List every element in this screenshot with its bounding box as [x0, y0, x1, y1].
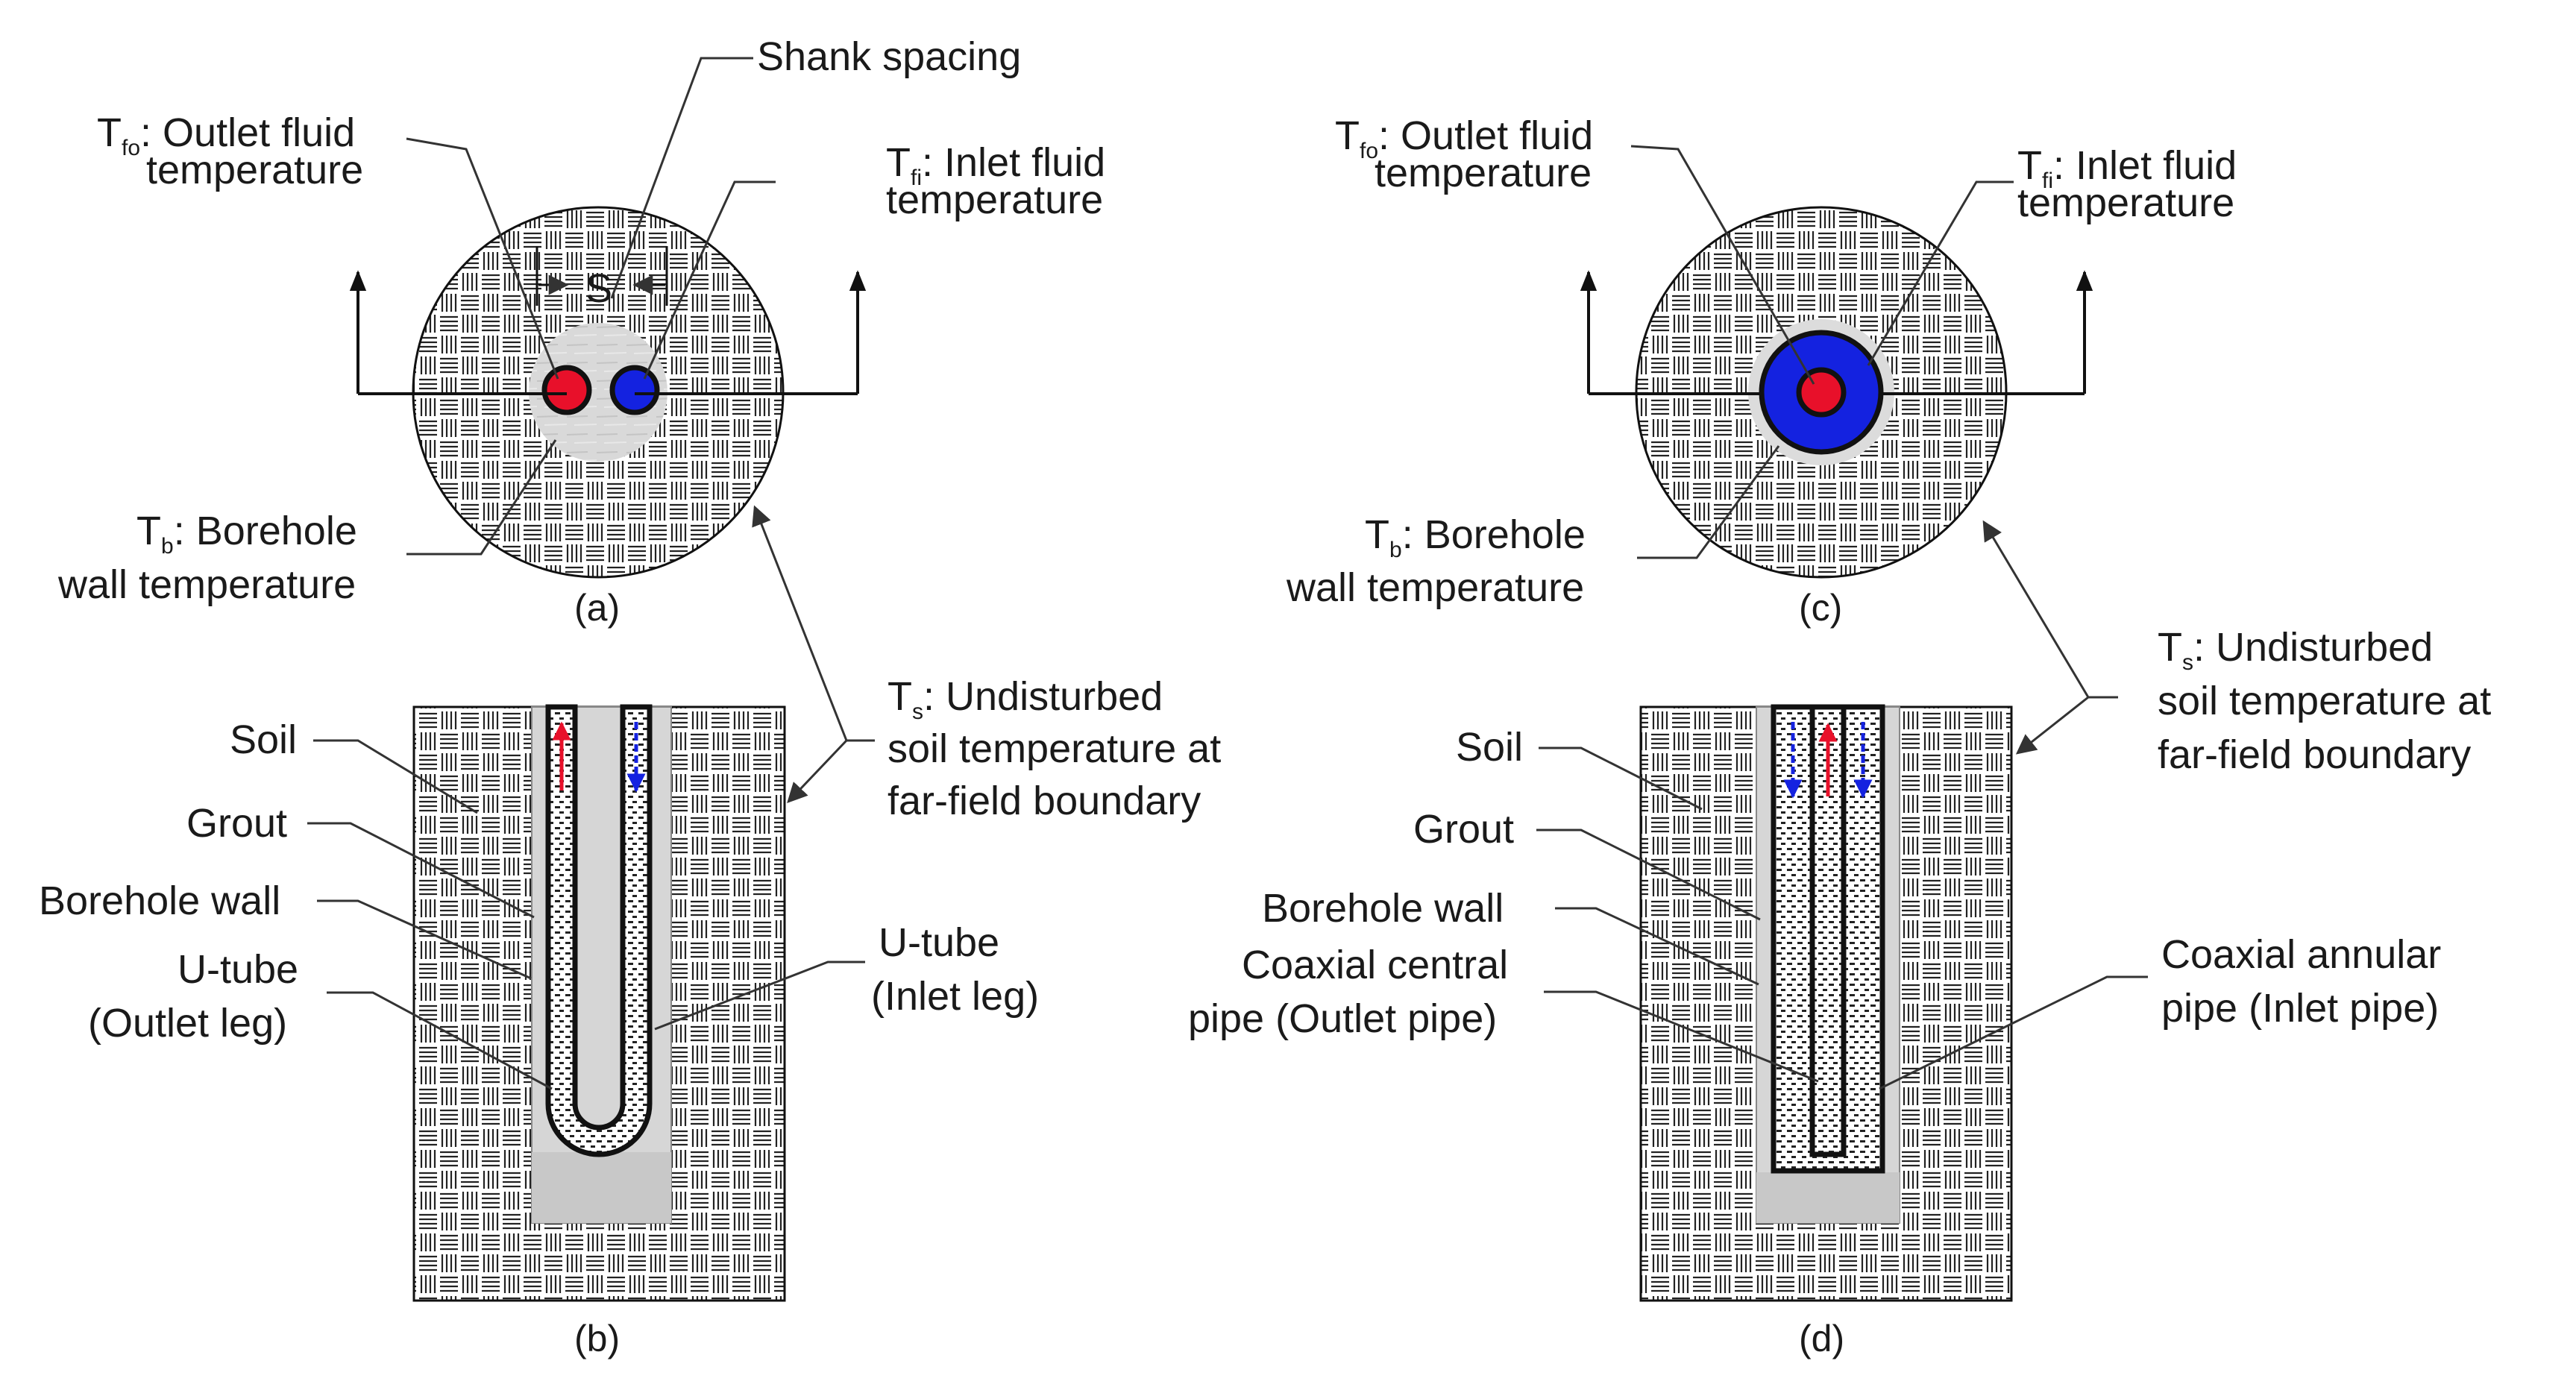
utube-outlet-label-b: U-tube — [178, 947, 298, 992]
utube-inlet-label-b: U-tube — [879, 920, 999, 965]
inlet-temp-label-c-line2: temperature — [2017, 180, 2234, 225]
ts-label-b: Ts: Undisturbed — [888, 674, 1163, 724]
borehole-temp-label-a: Tb: Borehole — [136, 509, 357, 559]
leader-borehole-c — [1637, 445, 1780, 559]
leader-grout-b — [307, 822, 535, 919]
leader-grout-d — [1536, 829, 1761, 921]
leader-ts-d — [2015, 696, 2118, 755]
shank-s-symbol: S — [585, 266, 612, 311]
utube-inlet-label-b-line2: (Inlet leg) — [871, 974, 1039, 1019]
borehole-temp-label-c-line2: wall temperature — [1286, 565, 1584, 610]
leader-shank-spacing — [610, 57, 753, 299]
borehole-wall-label-d: Borehole wall — [1262, 886, 1504, 931]
leader-inlet-a — [643, 180, 776, 380]
leader-inlet-leg-b — [654, 961, 865, 1031]
outlet-leg-pipe-a — [541, 365, 592, 415]
borehole-temp-label-a-line2: wall temperature — [57, 562, 356, 607]
borehole-wall-label-b: Borehole wall — [39, 878, 280, 923]
outlet-temp-label-c-line2: temperature — [1375, 151, 1592, 195]
borehole-bottom-b — [532, 1152, 671, 1223]
central-pipe-c — [1796, 367, 1847, 418]
soil-label-b: Soil — [230, 717, 297, 762]
shank-spacing-label: Shank spacing — [757, 34, 1021, 79]
ts-label-d: Ts: Undisturbed — [2158, 625, 2433, 675]
central-pipe-label-d: Coaxial central — [1242, 943, 1508, 987]
annular-pipe-label-d: Coaxial annular — [2161, 932, 2441, 977]
borehole-temp-label-c: Tb: Borehole — [1365, 512, 1586, 562]
u-tube-b — [545, 704, 653, 1157]
outlet-temp-label-c: Tfo: Outlet fluid — [1335, 113, 1593, 163]
ts-label-d-line3: far-field boundary — [2158, 732, 2471, 777]
outlet-temp-label-a: Tfo: Outlet fluid — [97, 110, 355, 160]
panel-d: Soil Grout Borehole wall Coaxial central… — [1188, 625, 2491, 1359]
leader-ts-b2 — [787, 739, 875, 803]
soil-label-d: Soil — [1456, 725, 1523, 770]
section-cut-line-c — [1589, 272, 1760, 395]
leader-borehole-wall-b — [317, 899, 532, 980]
leader-inlet-c — [1867, 180, 2014, 366]
caption-b: (b) — [574, 1318, 620, 1359]
caption-d: (d) — [1799, 1318, 1844, 1359]
grout-label-d: Grout — [1413, 807, 1514, 852]
grout-fill-a — [529, 323, 667, 462]
borehole-bottom-d — [1756, 1172, 1900, 1223]
panel-c: Tfo: Outlet fluid temperature Tfi: Inlet… — [1286, 113, 2237, 699]
leader-outlet-leg-b — [327, 991, 553, 1090]
caption-a: (a) — [574, 587, 620, 629]
grout-label-b: Grout — [186, 801, 287, 846]
leader-annular-d — [1879, 975, 2148, 1090]
ts-label-b-line3: far-field boundary — [888, 779, 1201, 823]
leader-ts-c — [1982, 520, 2118, 699]
leader-soil-d — [1539, 746, 1703, 811]
leader-outlet-a — [406, 137, 559, 380]
section-cut-line-a2 — [635, 272, 858, 395]
section-cut-line-a — [358, 272, 567, 395]
utube-outlet-label-b-line2: (Outlet leg) — [88, 1001, 287, 1046]
section-cut-line-c2 — [1879, 272, 2085, 395]
leader-outlet-c — [1630, 145, 1815, 385]
panel-b: Soil Grout Borehole wall U-tube (Outlet … — [39, 505, 1221, 1359]
central-pipe-label-d-line2: pipe (Outlet pipe) — [1188, 996, 1497, 1041]
inlet-leg-pipe-a — [609, 365, 660, 415]
outlet-temp-label-a-line2: temperature — [146, 148, 363, 192]
leader-soil-b — [313, 739, 478, 814]
ts-label-b-line2: soil temperature at — [888, 726, 1221, 771]
panel-a: S Shank spacing Tfo: Outlet fluid temper… — [57, 34, 1105, 629]
leader-ts-b — [752, 505, 875, 742]
caption-c: (c) — [1799, 587, 1842, 629]
inlet-temp-label-a-line2: temperature — [886, 177, 1103, 222]
leader-borehole-wall-d — [1555, 907, 1759, 986]
ts-label-d-line2: soil temperature at — [2158, 679, 2491, 723]
annular-pipe-label-d-line2: pipe (Inlet pipe) — [2161, 986, 2439, 1031]
leader-central-d — [1544, 990, 1819, 1083]
inlet-temp-label-c: Tfi: Inlet fluid — [2017, 143, 2237, 193]
leader-borehole-a — [406, 439, 557, 556]
inlet-temp-label-a: Tfi: Inlet fluid — [886, 140, 1105, 190]
